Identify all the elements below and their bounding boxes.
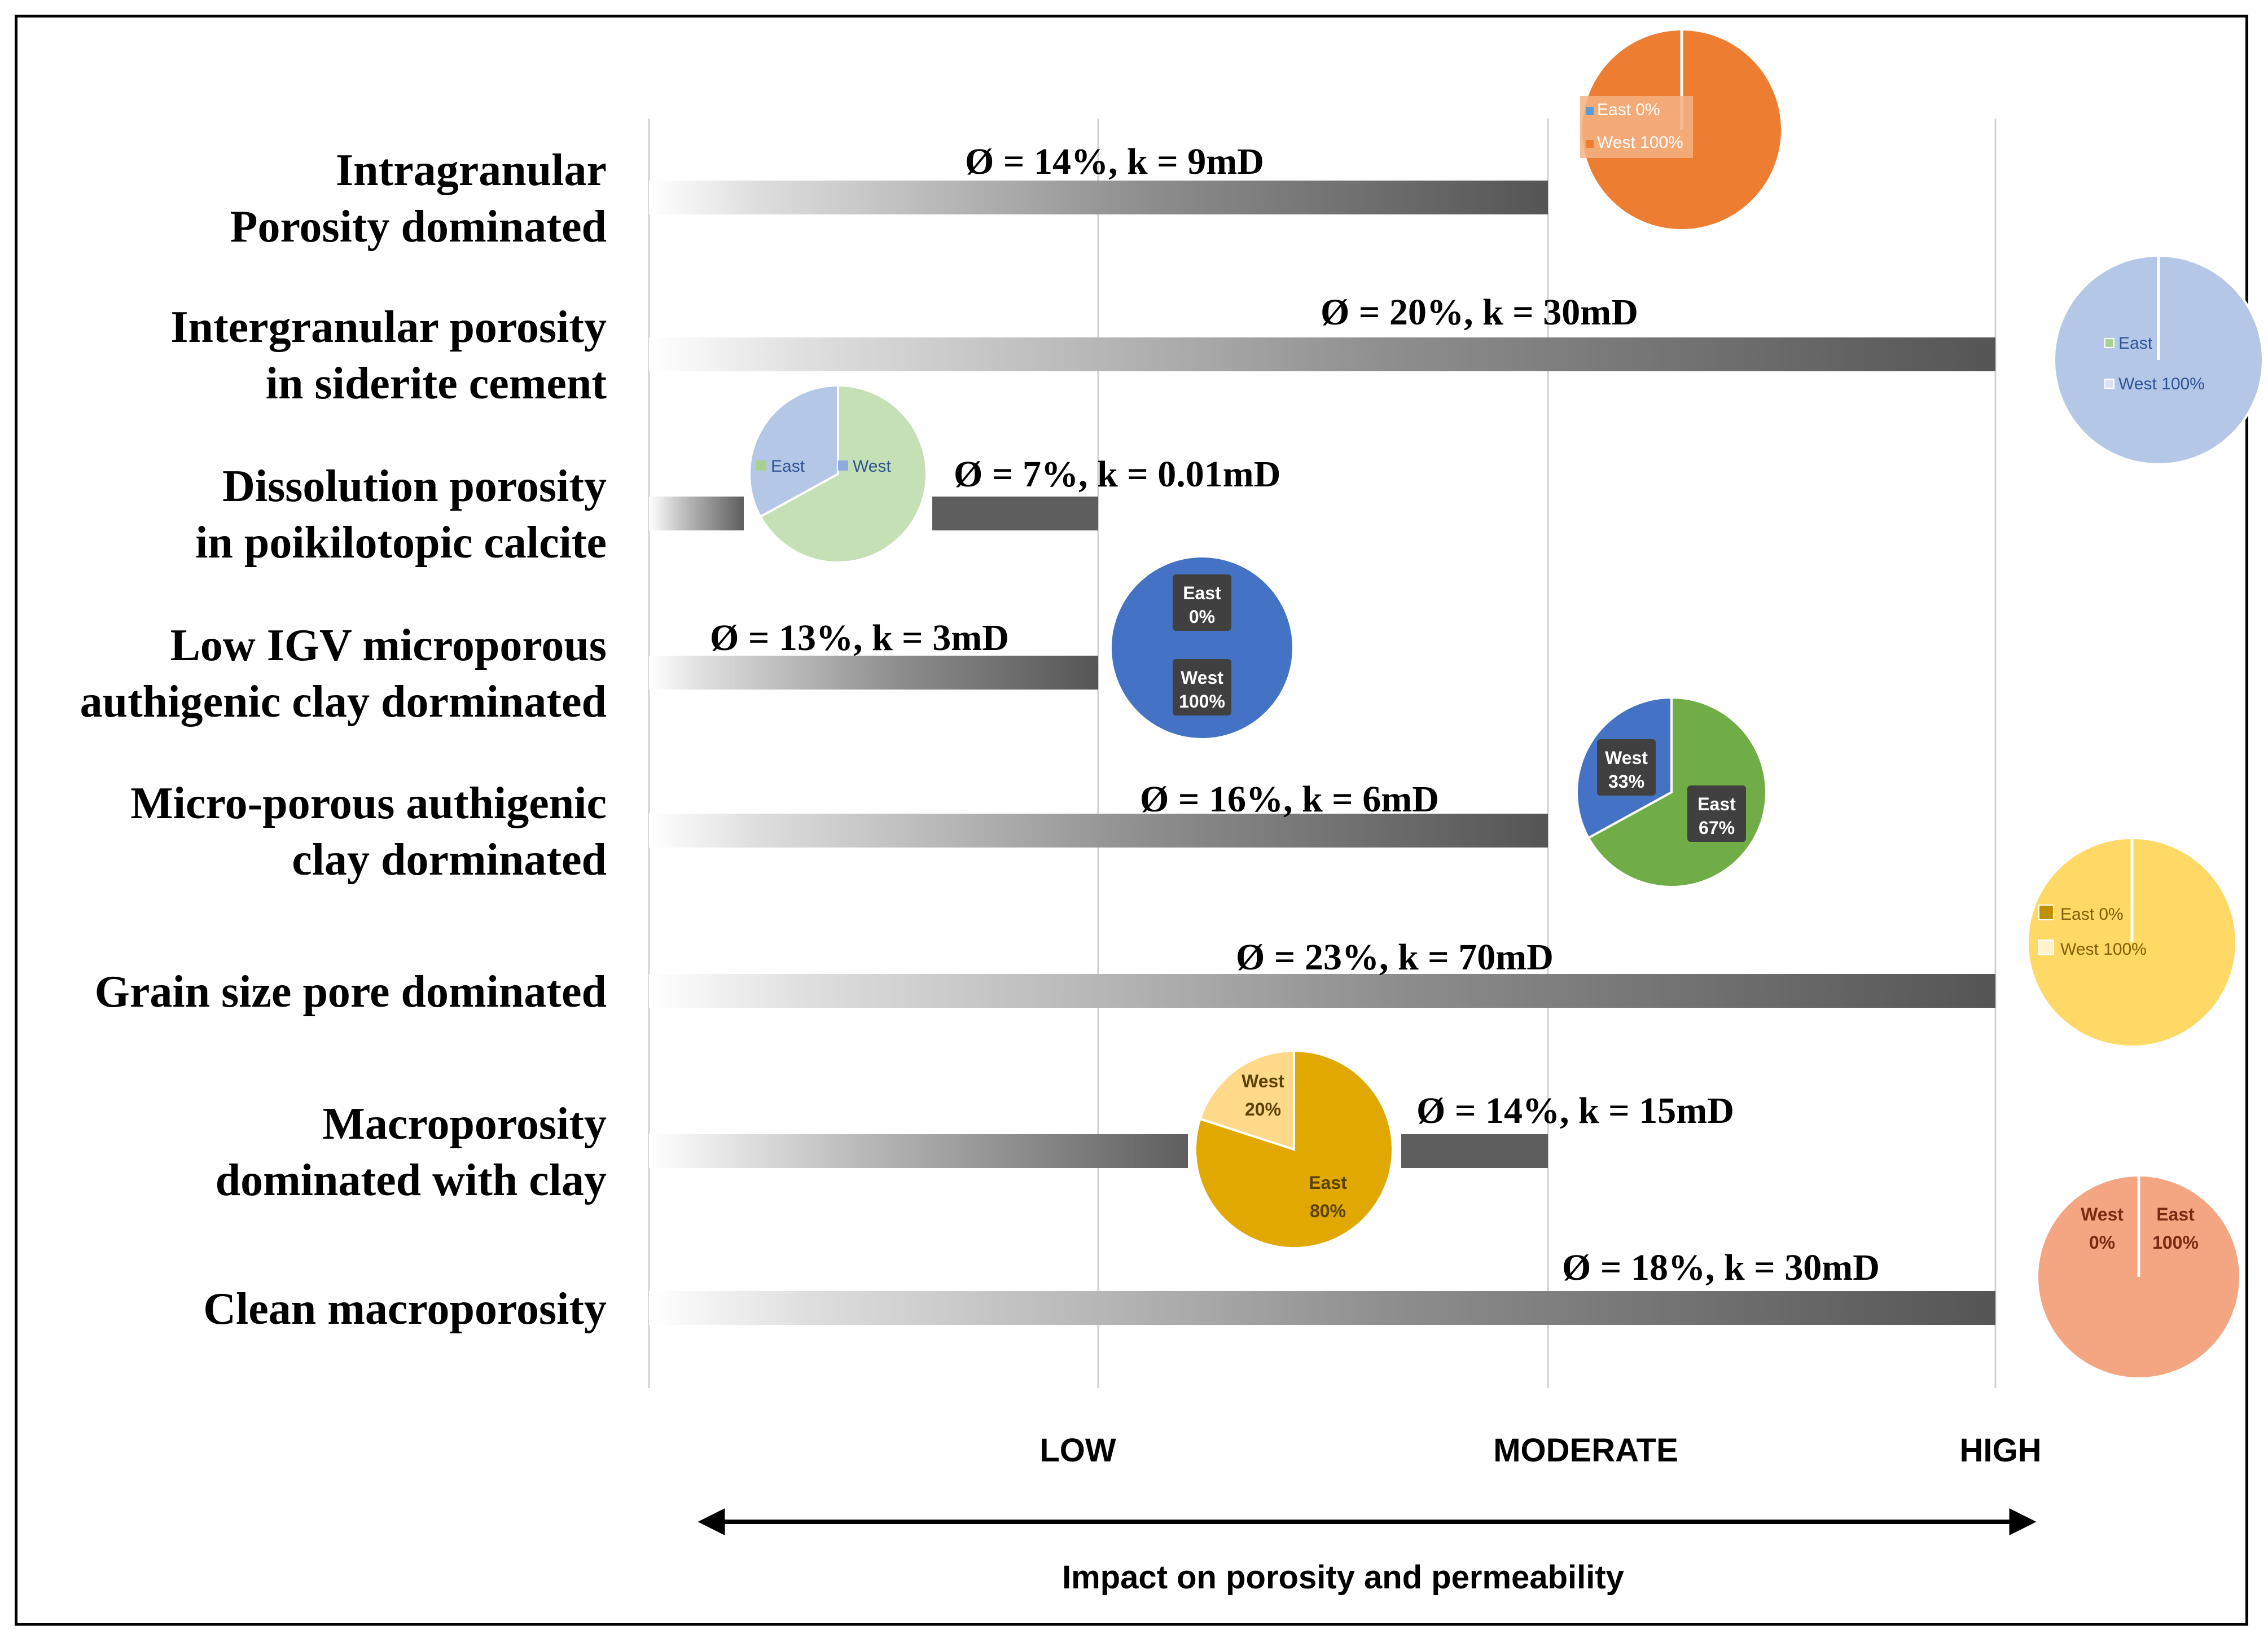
bar-label: Ø = 16%, k = 6mD (1140, 779, 1439, 820)
pie-slice (1109, 555, 1295, 740)
bar-segment (1401, 1134, 1548, 1168)
bar-label: Ø = 18%, k = 30mD (1562, 1247, 1880, 1288)
bar-segment (932, 497, 1098, 530)
bar-label: Ø = 14%, k = 9mD (965, 141, 1264, 182)
legend-swatch (2104, 379, 2115, 389)
impact-label-moderate: MODERATE (1493, 1432, 1678, 1469)
pie-legend-label: East (771, 457, 805, 476)
pie-label-box (1173, 659, 1231, 715)
legend-swatch (1586, 107, 1594, 115)
pie-legend-label: West 100% (1597, 133, 1683, 152)
legend-swatch (756, 460, 766, 471)
bar (649, 181, 1548, 214)
legend-swatch (2038, 939, 2054, 955)
pie-label-box (1687, 785, 1746, 842)
pie-legend-box (1580, 96, 1693, 158)
pie-label-box (1597, 739, 1656, 796)
pie-chart: East 0% West 100% (1580, 28, 1783, 231)
pie-legend-label: East (2118, 334, 2153, 353)
category-label: Clean macroporosity (203, 1284, 607, 1334)
bar-labels: Ø = 14%, k = 9mD Ø = 20%, k = 30mD Ø = 7%,… (710, 141, 1880, 1288)
bar (649, 974, 1995, 1008)
gridlines (648, 118, 1997, 1388)
impact-label-low: LOW (1039, 1432, 1116, 1469)
bars (649, 181, 1995, 1325)
pie-chart: East West (748, 384, 928, 564)
pie-slice (748, 384, 839, 519)
legend-swatch (838, 460, 848, 471)
impact-label-high: HIGH (1960, 1432, 2042, 1469)
pie-legend-label: East 0% (2060, 905, 2124, 924)
pie-legend-label: East 0% (1597, 100, 1660, 119)
bar-label: Ø = 23%, k = 70mD (1236, 937, 1554, 978)
bar (649, 1291, 1995, 1325)
bar-segment (649, 497, 744, 530)
pie-slice (1199, 1049, 1295, 1151)
bar-label: Ø = 20%, k = 30mD (1321, 292, 1638, 333)
pie-chart: East 0% West 100% (2026, 837, 2238, 1048)
x-axis: LOW MODERATE HIGH Impact on porosity and… (697, 1432, 2042, 1596)
bar-label: Ø = 7%, k = 0.01mD (954, 454, 1280, 495)
pie-label-box (1173, 574, 1231, 631)
bar-segment (649, 1134, 1188, 1168)
pie-slice (758, 384, 928, 564)
legend-swatch (1586, 140, 1594, 148)
category-label: Grain size pore dominated (95, 967, 607, 1017)
pie-legend-label: West (853, 457, 891, 476)
bar (649, 814, 1548, 848)
legend-swatch (2104, 338, 2115, 348)
bar (649, 337, 1995, 371)
x-axis-title: Impact on porosity and permeability (1062, 1559, 1624, 1596)
bar (649, 656, 1098, 690)
pie-legend-label: West 100% (2060, 940, 2147, 959)
pie-legend-label: West 100% (2118, 375, 2205, 393)
bar-label: Ø = 14%, k = 15mD (1416, 1090, 1734, 1131)
legend-swatch (2038, 905, 2054, 920)
bar-label: Ø = 13%, k = 3mD (710, 617, 1009, 658)
